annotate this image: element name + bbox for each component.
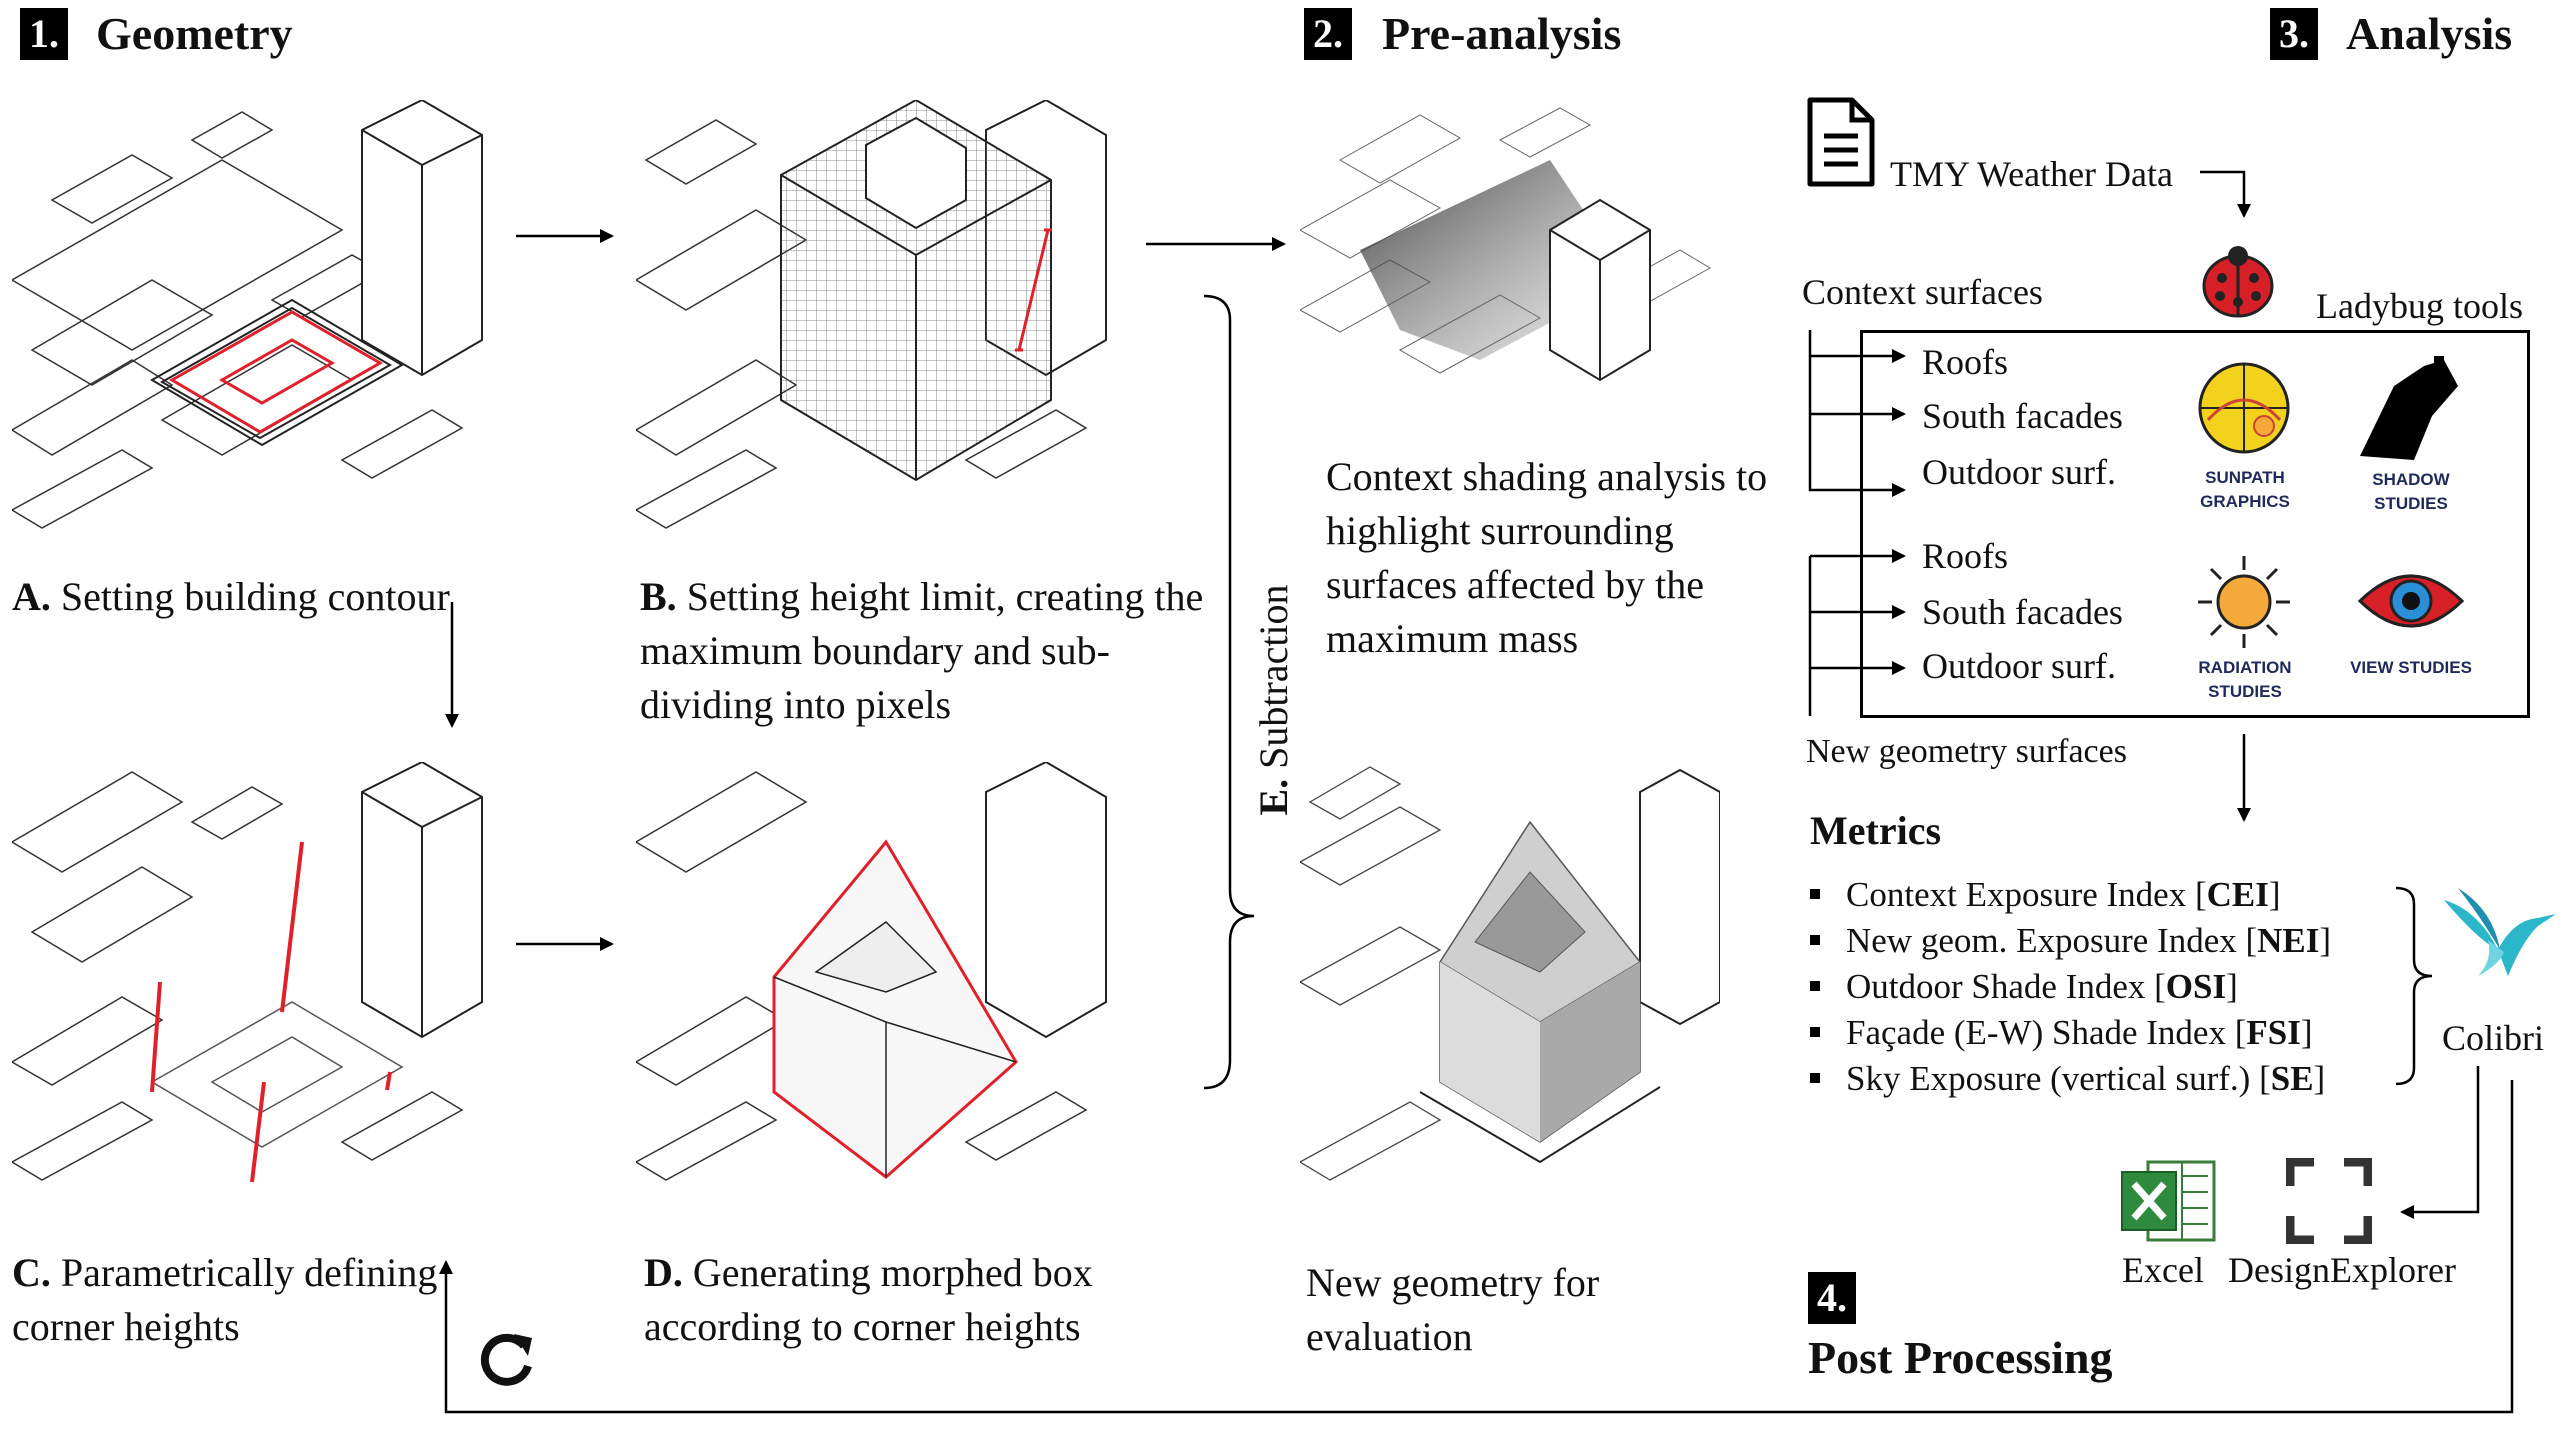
section-number-preanalysis: 2. [1304, 8, 1352, 60]
weather-data-label: TMY Weather Data [1890, 154, 2173, 194]
metric-abbr: CEI [2206, 875, 2269, 914]
bullet-icon [1810, 980, 1820, 991]
panel-c-corner-heights [12, 762, 512, 1232]
caption-a: A. Setting building contour [12, 570, 452, 624]
caption-e-letter: E. [1251, 778, 1296, 816]
ladybug-tools-label: Ladybug tools [2316, 286, 2523, 326]
caption-c: C. Parametrically defining corner height… [12, 1246, 452, 1354]
metric-end: ] [2226, 967, 2238, 1006]
designexplorer-label: DesignExplorer [2228, 1250, 2456, 1290]
metric-end: ] [2319, 921, 2332, 960]
panel-a-building-contour [12, 100, 512, 555]
caption-d-text: Generating morphed box according to corn… [644, 1250, 1093, 1349]
document-icon [1806, 96, 1876, 193]
metric-end: ] [2313, 1059, 2326, 1098]
metric-item-se: Sky Exposure (vertical surf.) [SE] [1810, 1056, 2325, 1102]
view-caption-line1: VIEW STUDIES [2350, 658, 2472, 677]
metric-abbr: FSI [2246, 1013, 2301, 1052]
caption-c-letter: C. [12, 1250, 51, 1295]
sunpath-caption-line1: SUNPATH [2205, 468, 2285, 487]
metric-text: Outdoor Shade Index [ [1846, 967, 2166, 1006]
caption-a-letter: A. [12, 574, 51, 619]
radiation-icon [2194, 552, 2294, 657]
section-title-preanalysis: Pre-analysis [1382, 8, 1622, 59]
section-number-analysis: 3. [2270, 8, 2318, 60]
new-geometry-surfaces-label: New geometry surfaces [1806, 733, 2127, 770]
section-title-geometry: Geometry [96, 8, 293, 59]
context-item-south-facades: South facades [1922, 396, 2123, 436]
metric-end: ] [2300, 1013, 2313, 1052]
new-item-outdoor: Outdoor surf. [1922, 646, 2116, 686]
metric-item-nei: New geom. Exposure Index [NEI] [1810, 918, 2331, 964]
excel-icon [2118, 1156, 2218, 1251]
view-caption: VIEW STUDIES [2336, 656, 2486, 680]
new-item-south-facades: South facades [1922, 592, 2123, 632]
caption-a-text: Setting building contour [50, 574, 450, 619]
radiation-caption: RADIATION STUDIES [2180, 656, 2310, 704]
metrics-title: Metrics [1810, 808, 1942, 853]
shadow-caption: SHADOW STUDIES [2346, 468, 2476, 516]
shadow-icon [2354, 356, 2464, 471]
section-title-analysis: Analysis [2346, 8, 2513, 59]
metric-text: New geom. Exposure Index [ [1846, 921, 2258, 960]
caption-pre-top: Context shading analysis to highlight su… [1326, 454, 1768, 661]
context-item-roofs: Roofs [1922, 342, 2009, 382]
caption-b: B. Setting height limit, creating the ma… [640, 570, 1220, 732]
bullet-icon [1810, 934, 1820, 945]
caption-pre-bottom: New geometry for evaluation [1306, 1260, 1600, 1359]
metric-text: Sky Exposure (vertical surf.) [ [1846, 1059, 2271, 1098]
panel-b-height-limit [636, 100, 1136, 555]
new-item-roofs: Roofs [1922, 536, 2009, 576]
eye-icon [2356, 566, 2466, 641]
colibri-bird-icon [2438, 880, 2558, 985]
metric-item-cei: Context Exposure Index [CEI] [1810, 872, 2281, 918]
panel-d-morphed-box [636, 762, 1136, 1232]
ladybug-icon [2198, 244, 2278, 325]
metric-abbr: NEI [2257, 921, 2320, 960]
shadow-caption-line1: SHADOW [2372, 470, 2450, 489]
panel-shading-analysis [1300, 100, 1720, 430]
metric-text: Façade (E-W) Shade Index [ [1846, 1013, 2247, 1052]
caption-d: D. Generating morphed box according to c… [644, 1246, 1124, 1354]
caption-b-text: Setting height limit, creating the maxim… [640, 574, 1204, 727]
bullet-icon [1810, 888, 1820, 899]
radiation-caption-line1: RADIATION [2198, 658, 2292, 677]
colibri-label: Colibri [2442, 1018, 2545, 1058]
caption-e-text: Subtraction [1251, 584, 1296, 779]
section-number-geometry: 1. [20, 8, 68, 60]
bullet-icon [1810, 1026, 1820, 1037]
shadow-caption-line2: STUDIES [2374, 494, 2448, 513]
metric-item-fsi: Façade (E-W) Shade Index [FSI] [1810, 1010, 2313, 1056]
refresh-icon [478, 1330, 538, 1395]
context-item-outdoor: Outdoor surf. [1922, 452, 2116, 492]
caption-e-subtraction: E. Subtraction [1247, 584, 1301, 815]
metric-text: Context Exposure Index [ [1846, 875, 2207, 914]
analysis-box [1860, 330, 2530, 718]
bullet-icon [1810, 1072, 1820, 1083]
context-surfaces-label: Context surfaces [1802, 272, 2043, 312]
radiation-caption-line2: STUDIES [2208, 682, 2282, 701]
sunpath-caption-line2: GRAPHICS [2200, 492, 2290, 511]
metric-abbr: OSI [2165, 967, 2227, 1006]
sunpath-icon [2196, 360, 2292, 461]
sunpath-caption: SUNPATH GRAPHICS [2180, 466, 2310, 514]
caption-c-text: Parametrically defining corner heights [12, 1250, 438, 1349]
caption-b-letter: B. [640, 574, 677, 619]
caption-d-letter: D. [644, 1250, 683, 1295]
metric-abbr: SE [2270, 1059, 2314, 1098]
excel-label: Excel [2122, 1250, 2204, 1290]
panel-new-geometry [1300, 762, 1720, 1232]
section-title-postprocessing: Post Processing [1808, 1332, 2113, 1383]
metric-end: ] [2268, 875, 2281, 914]
design-explorer-icon [2285, 1157, 2373, 1249]
section-number-postprocessing: 4. [1808, 1272, 1856, 1324]
metric-item-osi: Outdoor Shade Index [OSI] [1810, 964, 2238, 1010]
